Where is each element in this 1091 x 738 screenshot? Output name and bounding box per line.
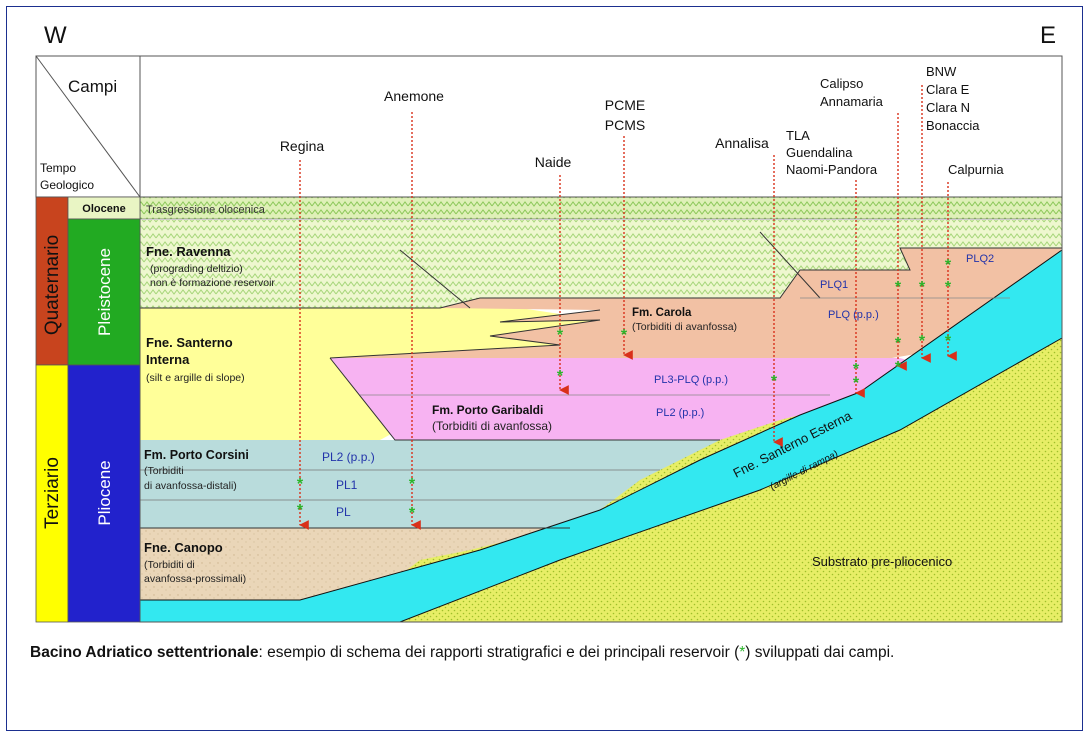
reservoir-star: *: [895, 279, 902, 296]
field-clara-e: Clara E: [926, 82, 970, 97]
field-bnw: BNW: [926, 64, 957, 79]
level-plq-pp: PLQ (p.p.): [828, 309, 879, 321]
figure-frame: [6, 6, 1083, 731]
field-guendalina: Guendalina: [786, 145, 853, 160]
carola-layer: [330, 248, 1062, 360]
santerno-interna-sub: (silt e argille di slope): [146, 372, 245, 384]
level-pl3-plq: PL3-PLQ (p.p.): [654, 374, 728, 386]
reservoir-star: *: [557, 327, 564, 344]
reservoir-star: *: [919, 333, 926, 350]
quaternario-label: Quaternario: [42, 235, 63, 335]
clinoform-1: [399, 249, 471, 309]
substrato-label: Substrato pre-pliocenico: [812, 554, 952, 569]
level-pl1: PL1: [336, 478, 358, 492]
santerno-interna-title-2: Interna: [146, 352, 190, 367]
field-annamaria: Annamaria: [820, 94, 884, 109]
pleistocene-cell: [67, 218, 141, 366]
east-label: E: [1040, 22, 1057, 49]
ravenna-sub-1: (prograding deltizio): [150, 263, 243, 275]
canopo-sub-1: (Torbiditi di: [144, 559, 195, 571]
header-diagonal: [35, 55, 141, 198]
olocene-strip: [139, 196, 1063, 220]
canopo-sub-2: avanfossa-prossimali): [144, 573, 246, 585]
field-naide: Naide: [535, 154, 572, 170]
santerno-interna-title-1: Fne. Santerno: [146, 335, 233, 350]
field-pcme: PCME: [605, 97, 645, 113]
ravenna-title: Fne. Ravenna: [146, 244, 231, 259]
reservoir-star: *: [895, 335, 902, 352]
reservoir-star: *: [895, 359, 902, 376]
garibaldi-layer: [330, 358, 940, 440]
field-regina: Regina: [280, 138, 325, 154]
tempo-label: Tempo: [40, 161, 76, 175]
pleistocene-label: Pleistocene: [95, 248, 114, 336]
reservoir-star: *: [771, 373, 778, 390]
field-clara-n: Clara N: [926, 100, 970, 115]
garibaldi-title: Fm. Porto Garibaldi: [432, 403, 543, 417]
olocene-label: Olocene: [82, 203, 125, 215]
geologico-label: Geologico: [40, 178, 94, 192]
campi-label: Campi: [68, 77, 117, 96]
reservoir-star: *: [919, 279, 926, 296]
reservoir-star: *: [297, 476, 304, 493]
ravenna-layer: [140, 220, 1062, 308]
corsini-sub-2: di avanfossa-distali): [144, 480, 237, 492]
garibaldi-boundary: [329, 357, 720, 441]
carola-interfingering: [329, 309, 601, 359]
corsini-layer: [140, 440, 720, 528]
reservoir-star: *: [297, 502, 304, 519]
caption-text-2: ) sviluppati dai campi.: [745, 644, 895, 661]
caption-text-1: : esempio di schema dei rapporti stratig…: [258, 644, 740, 661]
reservoir-star: *: [557, 368, 564, 385]
pliocene-cell: [67, 364, 141, 623]
level-plq2: PLQ2: [966, 253, 994, 265]
quaternario-band: [35, 196, 69, 366]
ravenna-sub-2: non è formazione reservoir: [150, 277, 275, 289]
reservoir-star: *: [409, 505, 416, 522]
level-pl2-corsini: PL2 (p.p.): [322, 450, 375, 464]
field-anemone: Anemone: [384, 88, 444, 104]
garibaldi-sub: (Torbiditi di avanfossa): [432, 419, 552, 433]
field-bonaccia: Bonaccia: [926, 118, 980, 133]
level-plq1: PLQ1: [820, 279, 848, 291]
level-pl2-garibaldi: PL2 (p.p.): [656, 407, 704, 419]
reservoir-star: *: [945, 257, 952, 274]
caption-bold: Bacino Adriatico settentrionale: [30, 644, 259, 661]
field-tla: TLA: [786, 128, 810, 143]
carola-sub: (Torbiditi di avanfossa): [632, 321, 737, 333]
header-area: [35, 55, 1063, 198]
field-calipso: Calipso: [820, 76, 863, 91]
reservoir-star: *: [853, 361, 860, 378]
reservoir-star: *: [945, 333, 952, 350]
field-pcms: PCMS: [605, 117, 645, 133]
corsini-title: Fm. Porto Corsini: [144, 448, 249, 462]
field-annalisa: Annalisa: [715, 135, 769, 151]
figure-caption: Bacino Adriatico settentrionale: esempio…: [30, 642, 1070, 664]
level-pl: PL: [336, 505, 351, 519]
canopo-title: Fne. Canopo: [144, 540, 223, 555]
terziario-label: Terziario: [42, 457, 63, 529]
reservoir-star: *: [945, 279, 952, 296]
trasgressione-label: Trasgressione olocenica: [146, 204, 266, 216]
reservoir-star: *: [409, 476, 416, 493]
west-label: W: [44, 22, 67, 49]
field-naomi-pandora: Naomi-Pandora: [786, 162, 878, 177]
clinoform-2: [759, 231, 821, 299]
field-calpurnia: Calpurnia: [948, 162, 1004, 177]
reservoir-star: *: [853, 375, 860, 392]
reservoir-star: *: [621, 327, 628, 344]
canopo-layer: [140, 528, 560, 600]
corsini-sub-1: (Torbiditi: [144, 465, 184, 477]
caption-star: *: [739, 644, 746, 661]
carola-title: Fm. Carola: [632, 307, 692, 319]
pliocene-label: Pliocene: [95, 460, 114, 525]
ravenna-base-line: [140, 247, 1062, 309]
